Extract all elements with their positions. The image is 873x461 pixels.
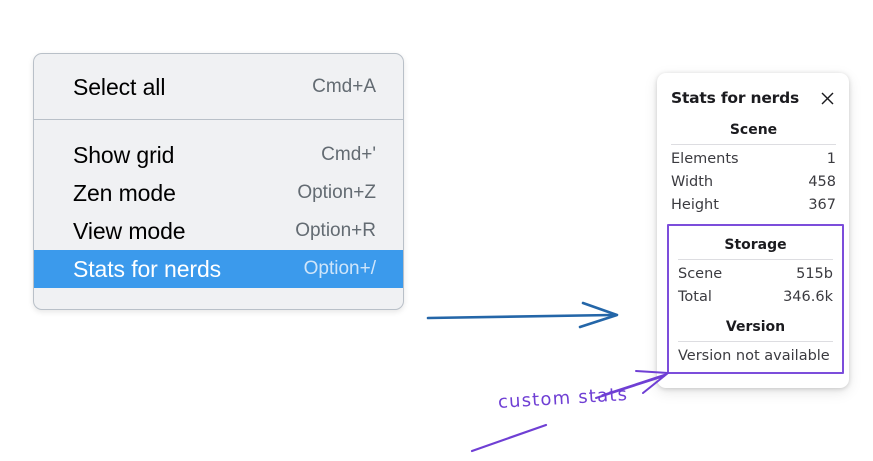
stats-panel-title: Stats for nerds (671, 89, 800, 107)
custom-stats-highlight-box: Storage Scene 515b Total 346.6k Version … (667, 224, 844, 374)
stats-row-value: 346.6k (783, 288, 833, 305)
section-rule (678, 259, 833, 260)
stats-row-storage-total: Total 346.6k (678, 285, 833, 308)
stats-row-value: 1 (826, 150, 836, 167)
stats-row-storage-scene: Scene 515b (678, 262, 833, 285)
stats-for-nerds-panel: Stats for nerds Scene Elements 1 Width 4… (657, 73, 849, 388)
section-rule (678, 341, 833, 342)
menu-group-top: Select all Cmd+A (34, 54, 403, 119)
close-icon[interactable] (818, 89, 836, 107)
menu-item-shortcut: Cmd+' (321, 144, 376, 165)
menu-item-label: Show grid (73, 141, 175, 168)
section-title-scene: Scene (729, 122, 778, 138)
menu-item-zen-mode[interactable]: Zen mode Option+Z (34, 174, 403, 212)
stats-row-label: Height (671, 196, 719, 213)
stats-row-label: Scene (678, 265, 723, 282)
menu-item-shortcut: Option+/ (303, 258, 376, 279)
section-title-version: Version (725, 319, 786, 335)
custom-stats-annotation-text: custom stats (497, 384, 629, 413)
menu-item-label: Select all (73, 73, 166, 100)
menu-item-label: View mode (73, 217, 186, 244)
context-menu[interactable]: Select all Cmd+A Show grid Cmd+' Zen mod… (33, 53, 404, 310)
stats-row-label: Width (671, 173, 714, 190)
menu-separator (34, 119, 403, 120)
menu-item-shortcut: Option+R (295, 220, 376, 241)
stats-section-scene: Scene Elements 1 Width 458 Height 367 (657, 111, 849, 216)
stats-row-elements: Elements 1 (671, 147, 836, 170)
menu-group-bottom: Show grid Cmd+' Zen mode Option+Z View m… (34, 120, 403, 309)
menu-item-shortcut: Option+Z (297, 182, 376, 203)
stats-row-label: Elements (671, 150, 739, 167)
menu-item-label: Stats for nerds (73, 255, 222, 282)
purple-underline-stroke (470, 423, 548, 453)
menu-item-view-mode[interactable]: View mode Option+R (34, 212, 403, 250)
menu-item-show-grid[interactable]: Show grid Cmd+' (34, 136, 403, 174)
version-not-available-text: Version not available (678, 348, 830, 364)
stats-row-label: Total (678, 288, 712, 305)
stats-row-height: Height 367 (671, 193, 836, 216)
blue-arrow-annotation (426, 301, 619, 329)
section-rule (671, 144, 836, 145)
menu-item-select-all[interactable]: Select all Cmd+A (34, 68, 403, 106)
stats-panel-header: Stats for nerds (657, 85, 849, 111)
stats-row-value: 458 (808, 173, 836, 190)
menu-item-shortcut: Cmd+A (312, 76, 376, 97)
stats-row-value: 367 (808, 196, 836, 213)
menu-item-label: Zen mode (73, 179, 176, 206)
section-title-storage: Storage (724, 237, 787, 253)
menu-item-stats-for-nerds[interactable]: Stats for nerds Option+/ (34, 250, 403, 288)
stats-row-value: 515b (796, 265, 833, 282)
stats-row-width: Width 458 (671, 170, 836, 193)
